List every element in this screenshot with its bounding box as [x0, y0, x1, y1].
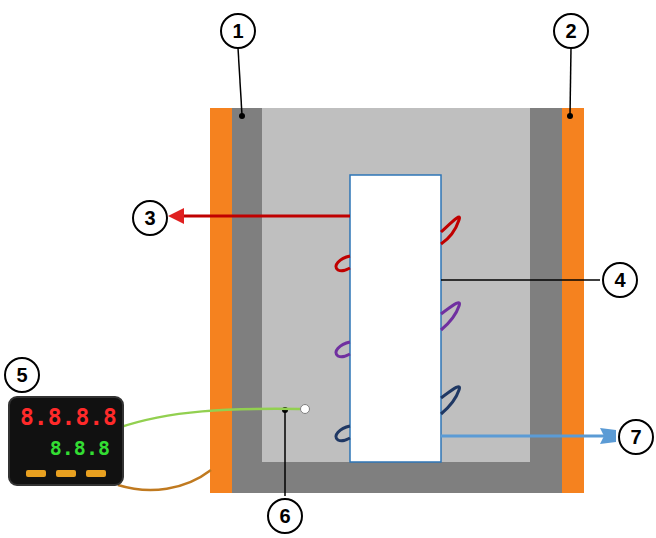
display-readout: 8.8.8 [50, 436, 110, 460]
temperature-probe [301, 405, 310, 414]
leader-dot [239, 113, 245, 119]
inlet-pipe [441, 435, 604, 438]
central-column [350, 175, 441, 462]
coil-mid [441, 303, 460, 330]
callout-label: 5 [16, 364, 27, 387]
callout-label: 1 [232, 20, 243, 43]
callout-number: 4 [602, 262, 638, 298]
coil-mid [336, 342, 350, 357]
leader-line [441, 279, 600, 281]
outlet-pipe [180, 215, 350, 218]
coil-cold [441, 387, 460, 414]
callout-label: 3 [144, 207, 155, 230]
coil-hot [441, 217, 460, 244]
callout-number: 5 [4, 357, 40, 393]
sensor-wire [118, 409, 300, 428]
leader-line [284, 410, 286, 496]
leader-line [570, 48, 571, 115]
control-button [56, 470, 76, 477]
leader-dot [567, 113, 573, 119]
heater-wire [118, 470, 211, 490]
leader-line [238, 48, 242, 115]
inner-chamber [262, 108, 530, 462]
coil-cold [336, 426, 350, 441]
coil-hot [336, 256, 350, 271]
callout-label: 2 [565, 20, 576, 43]
temperature-controller: 8.8.8.8 8.8.8 [8, 396, 124, 486]
inlet-arrow [600, 428, 616, 444]
callout-number: 3 [132, 200, 168, 236]
outer-shell [210, 108, 232, 493]
control-button [86, 470, 106, 477]
callout-number: 7 [618, 419, 654, 455]
callout-number: 6 [267, 498, 303, 534]
callout-label: 7 [630, 426, 641, 449]
callout-number: 1 [220, 13, 256, 49]
callout-number: 2 [553, 13, 589, 49]
display-readout: 8.8.8.8 [20, 404, 117, 430]
callout-label: 6 [279, 505, 290, 528]
control-button [26, 470, 46, 477]
callout-label: 4 [614, 269, 625, 292]
outlet-arrow [168, 208, 184, 224]
